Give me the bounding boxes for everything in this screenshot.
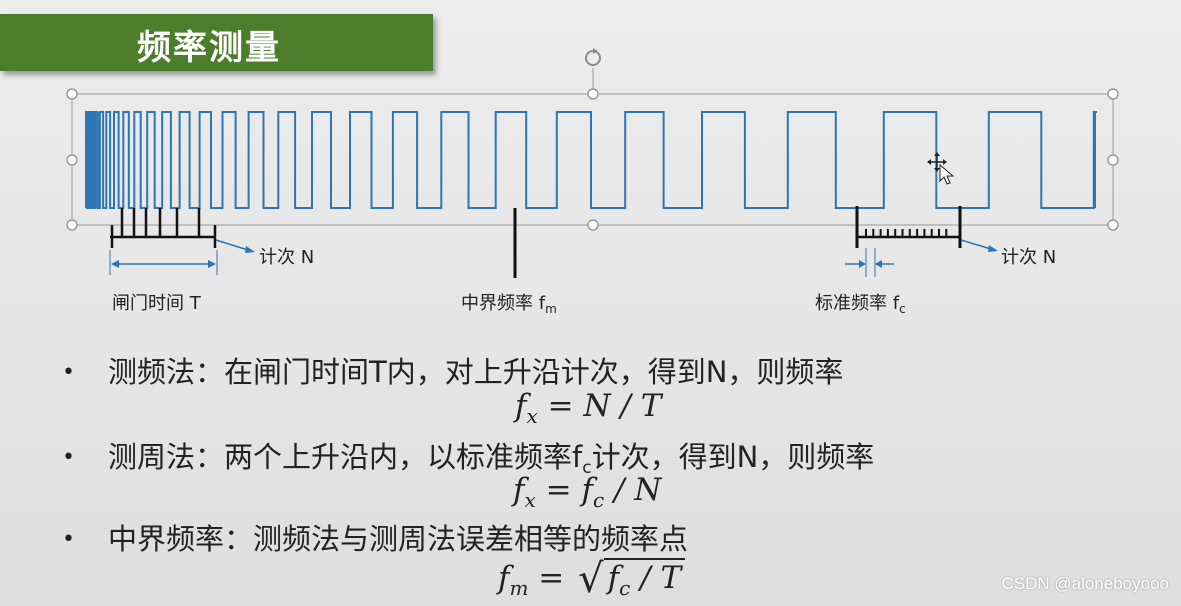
formula-3-eq: = — [528, 560, 575, 596]
method-text-mid-frequency: 中界频率：测频法与测周法误差相等的频率点 — [108, 522, 689, 556]
standard-clock-ticks — [865, 229, 948, 237]
sqrt-sign-icon: √ — [578, 556, 604, 602]
gate-count-markers — [110, 208, 217, 248]
mid-frequency-label-sub: m — [545, 302, 557, 316]
count-label-right: 计次 N — [1001, 247, 1057, 268]
resize-handle[interactable] — [1107, 154, 1119, 166]
gate-time-label: 闸门时间 T — [112, 289, 201, 315]
formula-3-inner-sub: c — [619, 576, 631, 600]
formula-2-lhs-sub: x — [524, 488, 536, 512]
method-text-period-a: 测周法：两个上升沿内，以标准频率f — [108, 440, 583, 474]
count-arrow-left — [215, 239, 255, 253]
formula-1-lhs: f — [515, 388, 527, 424]
resize-handle[interactable] — [66, 219, 78, 231]
bullet-icon: • — [62, 360, 75, 385]
square-wave — [85, 111, 1097, 209]
method-bullet-frequency: • 测频法：在闸门时间T内，对上升沿计次，得到N，则频率 — [62, 349, 843, 391]
gate-time-dimension — [109, 250, 218, 275]
formula-3-lhs: f — [498, 560, 510, 596]
formula-1-rhs: N / T — [583, 388, 662, 424]
standard-period-dimension — [845, 248, 894, 277]
bullet-icon: • — [62, 527, 75, 552]
method-text-period-b: 计次，得到N，则频率 — [591, 440, 875, 474]
resize-handle[interactable] — [587, 88, 599, 100]
formula-1-eq: = — [537, 388, 584, 424]
count-label-left: 计次 N — [259, 247, 315, 268]
bullet-icon: • — [62, 445, 75, 470]
mid-frequency-label: 中界频率 fm — [461, 289, 557, 316]
title-banner: 频率测量 — [0, 14, 433, 71]
resize-handle[interactable] — [66, 88, 78, 100]
slide-title: 频率测量 — [137, 28, 281, 68]
formula-3-inner-rest: / T — [630, 560, 682, 596]
watermark: CSDN @aloneboyooo — [1001, 574, 1169, 593]
standard-frequency-label: 标准频率 fc — [815, 289, 906, 316]
standard-frequency-label-text: 标准频率 f — [815, 293, 900, 314]
formula-2-eq: = — [535, 472, 582, 508]
resize-handle[interactable] — [587, 219, 599, 231]
method-bullet-mid-frequency: • 中界频率：测频法与测周法误差相等的频率点 — [62, 516, 688, 558]
formula-mid-frequency: fm = √fc / T — [498, 556, 686, 602]
formula-3-inner-var: f — [607, 560, 620, 596]
mid-frequency-label-text: 中界频率 f — [461, 293, 546, 314]
waveform-diagram — [66, 48, 1119, 278]
sqrt-expression: √fc / T — [574, 556, 686, 602]
resize-handle[interactable] — [1107, 88, 1119, 100]
rotate-handle-icon[interactable] — [585, 48, 601, 66]
resize-handle[interactable] — [66, 154, 78, 166]
period-count-markers — [855, 206, 962, 248]
method-text-period-sub: c — [582, 458, 592, 478]
formula-period-method: fx = fc / N — [513, 472, 661, 512]
formula-2-lhs: f — [513, 472, 525, 508]
gate-time-label-var: T — [189, 293, 201, 314]
standard-frequency-label-sub: c — [899, 302, 906, 316]
formula-frequency-method: fx = N / T — [515, 388, 661, 428]
method-text-frequency: 测频法：在闸门时间T内，对上升沿计次，得到N，则频率 — [108, 355, 844, 389]
sqrt-body: fc / T — [603, 558, 686, 600]
formula-2-rhs-var: f — [581, 472, 593, 508]
formula-2-rhs-sub: c — [592, 488, 605, 512]
selection-frame[interactable] — [71, 93, 1114, 226]
formula-1-lhs-sub: x — [526, 404, 538, 428]
formula-3-lhs-sub: m — [509, 576, 529, 600]
count-arrow-right — [960, 239, 998, 252]
resize-handle[interactable] — [1107, 219, 1119, 231]
resize-handles[interactable] — [66, 88, 1119, 231]
method-bullet-period: • 测周法：两个上升沿内，以标准频率fc计次，得到N，则频率 — [62, 434, 874, 478]
gate-time-label-text: 闸门时间 — [112, 293, 190, 314]
move-cursor-icon — [927, 152, 955, 185]
formula-2-rhs-rest: / N — [604, 472, 662, 508]
